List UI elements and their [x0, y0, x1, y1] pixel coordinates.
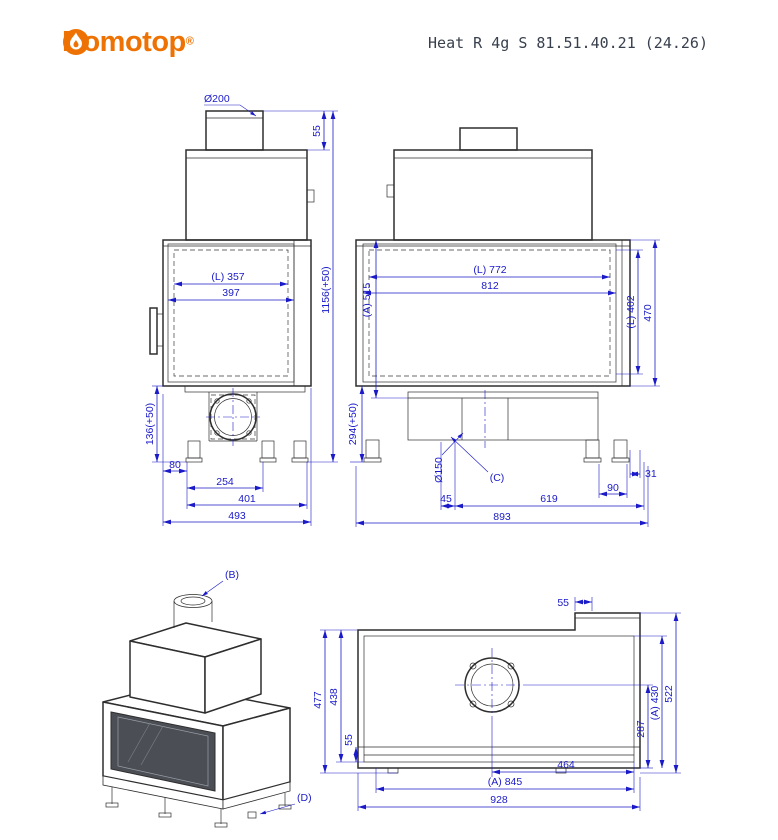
glass-door	[167, 243, 295, 383]
dim-619: 619	[540, 493, 558, 505]
dim-493: 493	[228, 510, 246, 522]
hood-right-face	[204, 638, 262, 714]
dim-401: 401	[238, 493, 256, 505]
dim-door-width: 397	[222, 287, 240, 299]
plan-view: 55 477 438 55 287 (A) 430 522 464 (A) 84…	[312, 597, 681, 811]
side-view: Ø200 55 (L) 357 397 1156(+50) 136(+50) 8…	[144, 93, 338, 526]
hood	[393, 149, 593, 241]
dim-base-height: 136(+50)	[144, 403, 156, 445]
dim-base-height: 294(+50)	[347, 403, 359, 445]
flame-icon	[63, 29, 89, 55]
base-plinth	[407, 391, 599, 441]
dim-893: 893	[493, 511, 511, 523]
firebox	[355, 239, 631, 387]
dim-total-height: 1156(+50)	[320, 266, 332, 313]
dim-254: 254	[216, 476, 234, 488]
dim-522: 522	[663, 685, 675, 703]
romotop-logo: Romotop®	[62, 28, 194, 57]
dim-90: 90	[607, 482, 619, 494]
dim-flue-dia: Ø150	[433, 457, 445, 483]
dim-a845: (A) 845	[488, 776, 523, 788]
hood	[185, 149, 308, 241]
door-handle	[149, 307, 158, 355]
dim-31: 31	[645, 468, 657, 480]
dim-45: 45	[440, 493, 452, 505]
firebox	[162, 239, 312, 387]
dim-glass-height: (L) 402	[625, 295, 637, 328]
dim-464: 464	[557, 759, 575, 771]
ref-d-label: (D)	[297, 792, 312, 804]
ref-c-label: (C)	[490, 472, 505, 484]
dim-80: 80	[169, 459, 181, 471]
dim-55-rear: 55	[557, 597, 569, 609]
dim-chimney-dia: Ø200	[204, 93, 230, 105]
header: Romotop® Heat R 4g S 81.51.40.21 (24.26)	[62, 28, 708, 57]
front-view: (L) 772 812 (L) 402 470 (A) 515 294(+50)…	[347, 127, 660, 527]
dim-287: 287	[635, 720, 647, 738]
chimney-stub	[459, 127, 518, 151]
dim-collar-height: 55	[311, 125, 323, 137]
ref-b-label: (B)	[225, 569, 239, 581]
isometric-view: (B) (D)	[102, 569, 312, 828]
dim-a430: (A) 430	[649, 686, 661, 721]
dim-a515: (A) 515	[361, 283, 373, 318]
dim-477: 477	[312, 691, 324, 709]
dim-928: 928	[490, 794, 508, 806]
dim-glass-width: (L) 357	[211, 271, 244, 283]
chimney-pipe	[205, 110, 264, 151]
flue-collar	[173, 594, 213, 608]
dim-glass-width: (L) 772	[473, 264, 506, 276]
dim-door-height: 470	[642, 304, 654, 322]
glass-door	[362, 243, 617, 383]
dim-438: 438	[328, 688, 340, 706]
document-title: Heat R 4g S 81.51.40.21 (24.26)	[428, 34, 708, 52]
dim-55-front: 55	[343, 734, 355, 746]
dim-door-width: 812	[481, 280, 499, 292]
